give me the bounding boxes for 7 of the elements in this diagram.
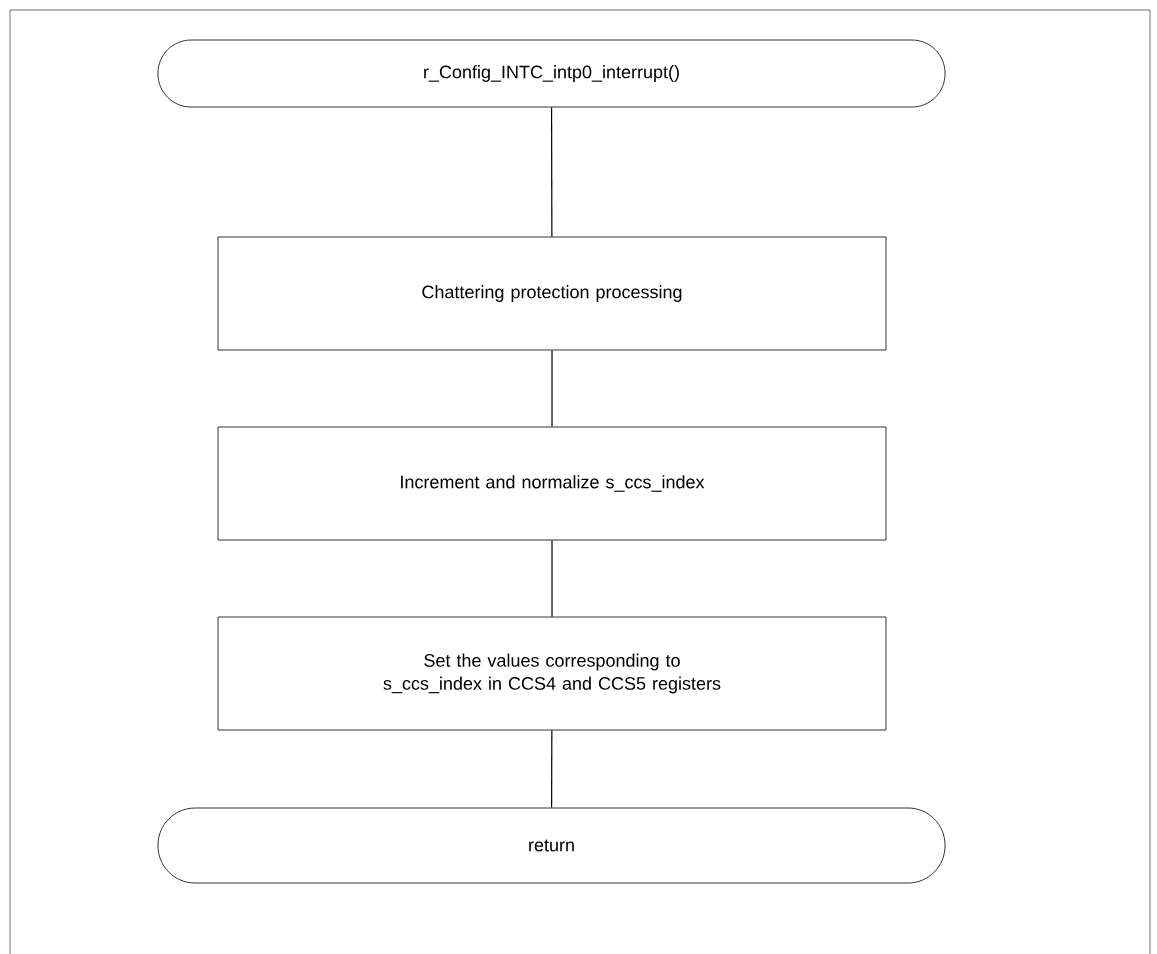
- process-box: Increment and normalize s_ccs_index: [217, 426, 887, 541]
- process-box: Chattering protection processing: [217, 236, 887, 351]
- connector-line: [551, 729, 553, 809]
- connector-line: [551, 539, 553, 618]
- process-box: Set the values corresponding to s_ccs_index in CCS4 and CCS5 registers: [217, 616, 887, 731]
- connector-line: [551, 349, 553, 428]
- connector-line: [551, 106, 553, 238]
